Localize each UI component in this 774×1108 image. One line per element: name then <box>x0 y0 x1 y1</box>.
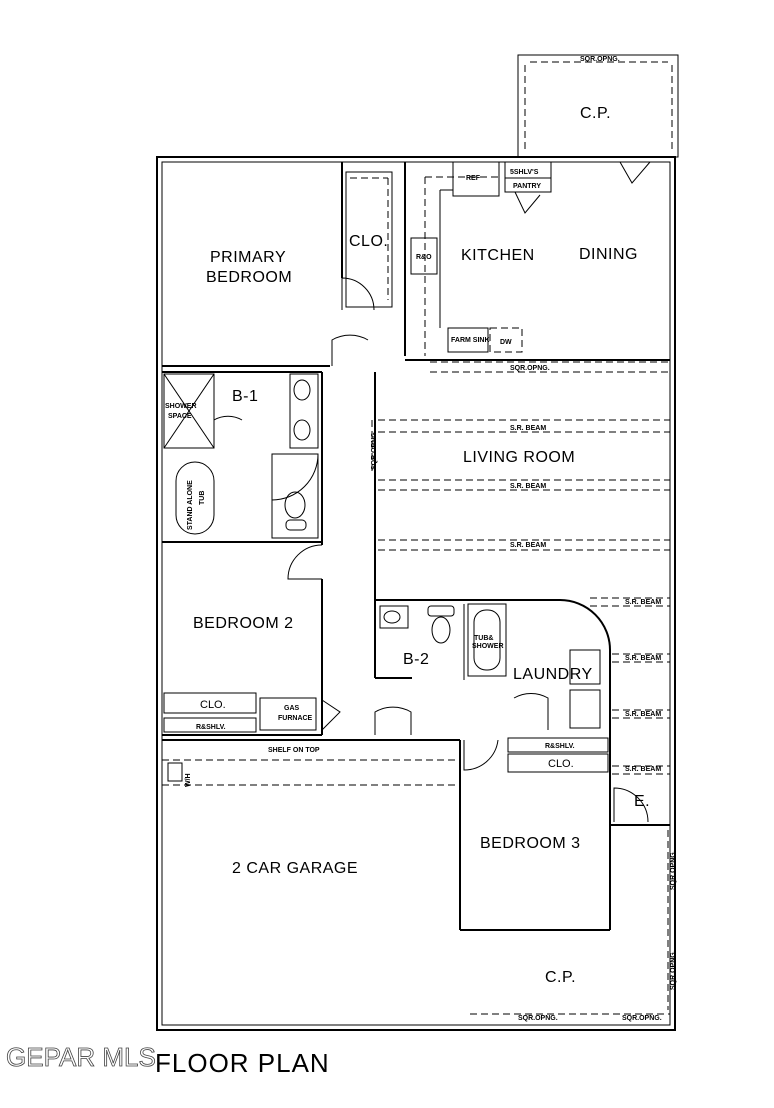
kitchen-label: KITCHEN <box>461 247 535 264</box>
primary-closet-label: CLO. <box>349 233 388 250</box>
sqr-opng-bottom-1: SQR.OPNG. <box>518 1015 558 1022</box>
garage-label: 2 CAR GARAGE <box>232 860 358 877</box>
shelves-label: 5SHLV'S <box>510 169 539 176</box>
bedroom-3-label: BEDROOM 3 <box>480 835 581 852</box>
bath-1: SHOWER SPACE STAND ALONE TUB B-1 <box>162 371 323 545</box>
sr-beam-6: S.R. BEAM <box>625 711 661 718</box>
sqr-opng-hall: SQR.OPNG. <box>371 430 378 470</box>
bath-2-label: B-2 <box>403 651 429 668</box>
sr-beam-4: S.R. BEAM <box>625 599 661 606</box>
living-room: S.R. BEAM S.R. BEAM S.R. BEAM S.R. BEAM … <box>378 419 670 607</box>
tub-shower-label-1: TUB& <box>474 635 493 642</box>
bed3-closet-label: CLO. <box>548 758 574 770</box>
bed2-closet-label: CLO. <box>200 699 226 711</box>
bed2-rshlv-label: R&SHLV. <box>196 724 226 731</box>
living-room-label: LIVING ROOM <box>463 449 575 466</box>
sqr-opng-label: SQR.OPNG. <box>580 56 620 63</box>
farm-sink-label: FARM SINK <box>451 337 490 344</box>
carport-top-label: C.P. <box>580 105 611 122</box>
watermark-logo: GEPAR MLS <box>6 1042 156 1072</box>
entry-label: E. <box>634 793 650 810</box>
carport-bottom-label: C.P. <box>545 969 576 986</box>
tub-label-2: TUB <box>199 491 206 505</box>
primary-bedroom-label-1: PRIMARY <box>210 249 286 266</box>
bed3-rshlv-label: R&SHLV. <box>545 743 575 750</box>
sr-beam-2: S.R. BEAM <box>510 483 546 490</box>
gas-furnace-label-2: FURNACE <box>278 715 313 722</box>
kitchen-dining: REF 5SHLV'S PANTRY R&O FARM SINK DW SQR.… <box>404 161 670 373</box>
bedroom-3: R&SHLV. CLO. E. BEDROOM 3 <box>460 737 670 931</box>
range-label: R&O <box>416 254 432 261</box>
sqr-opng-right-1: SQR.OPNG. <box>670 850 677 890</box>
bedroom-2-label: BEDROOM 2 <box>193 615 294 632</box>
sqr-opng-right-2: SQR.OPNG. <box>670 950 677 990</box>
shower-label-1: SHOWER <box>165 403 197 410</box>
ref-label: REF <box>466 175 481 182</box>
dining-label: DINING <box>579 246 638 263</box>
dw-label: DW <box>500 339 512 346</box>
bath-1-label: B-1 <box>232 388 258 405</box>
carport-top: SQR.OPNG. C.P. <box>517 54 679 158</box>
primary-bedroom-label-2: BEDROOM <box>206 269 292 286</box>
shelf-on-top-label: SHELF ON TOP <box>268 747 320 754</box>
wh-label: W/H <box>185 773 192 787</box>
gas-furnace-label-1: GAS <box>284 705 300 712</box>
laundry-label: LAUNDRY <box>513 666 593 683</box>
floor-plan-title: FLOOR PLAN <box>155 1048 330 1078</box>
bedroom-2: CLO. R&SHLV. GAS FURNACE BEDROOM 2 <box>162 544 341 736</box>
carport-bottom: SQR.OPNG. SQR.OPNG. SQR.OPNG. SQR.OPNG. … <box>470 830 677 1022</box>
hall: SQR.OPNG. <box>371 372 378 600</box>
sr-beam-5: S.R. BEAM <box>625 655 661 662</box>
shower-label-2: SPACE <box>168 413 192 420</box>
tub-label-1: STAND ALONE <box>187 480 194 530</box>
garage: SHELF ON TOP W/H 2 CAR GARAGE <box>162 739 499 1026</box>
primary-bedroom: PRIMARY BEDROOM CLO. <box>162 162 393 367</box>
pantry-label: PANTRY <box>513 183 541 190</box>
tub-shower-label-2: SHOWER <box>472 643 504 650</box>
sr-beam-7: S.R. BEAM <box>625 766 661 773</box>
exterior-walls <box>156 156 676 1031</box>
bath-2-laundry: TUB& SHOWER B-2 LAUNDRY S.R. BEAM S.R. B… <box>374 599 670 775</box>
sr-beam-1: S.R. BEAM <box>510 425 546 432</box>
sr-beam-3: S.R. BEAM <box>510 542 546 549</box>
sqr-opng-bottom-2: SQR.OPNG. <box>622 1015 662 1022</box>
sqr-opng-kitchen: SQR.OPNG. <box>510 365 550 372</box>
